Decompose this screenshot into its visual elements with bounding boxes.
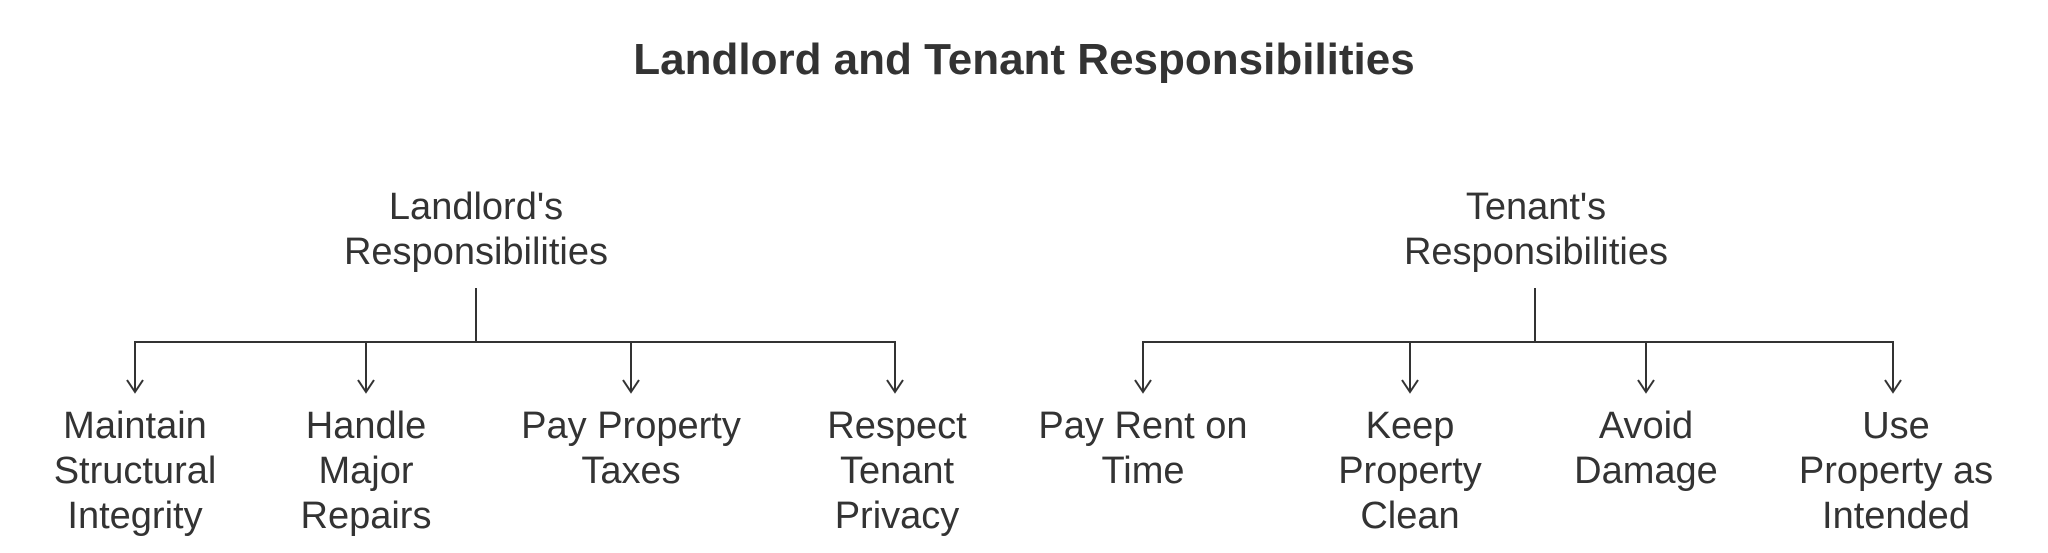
leaf-use-property-as-intended: Use Property as Intended	[1798, 405, 1994, 537]
leaf-respect-tenant-privacy: Respect Tenant Privacy	[827, 405, 967, 537]
leaf-handle-major-repairs: Handle Major Repairs	[300, 405, 432, 537]
tenant-parent-node: Tenant's Responsibilities	[1403, 186, 1668, 273]
landlord-parent-node: Landlord's Responsibilities	[343, 186, 608, 273]
connector-lines	[1142, 288, 1894, 392]
leaf-avoid-damage: Avoid Damage	[1574, 405, 1718, 492]
arrow-down-icon	[126, 379, 904, 394]
leaf-pay-property-taxes: Pay Property Taxes	[521, 405, 741, 492]
leaf-pay-rent-on-time: Pay Rent on Time	[1038, 405, 1248, 492]
page-title: Landlord and Tenant Responsibilities	[633, 35, 1415, 84]
connector-lines	[134, 288, 896, 392]
arrow-down-icon	[1134, 379, 1902, 394]
leaf-maintain-structural-integrity: Maintain Structural Integrity	[53, 405, 217, 537]
landlord-tree-connector	[126, 288, 904, 394]
tenant-tree-connector	[1134, 288, 1902, 394]
leaf-keep-property-clean: Keep Property Clean	[1338, 405, 1482, 537]
